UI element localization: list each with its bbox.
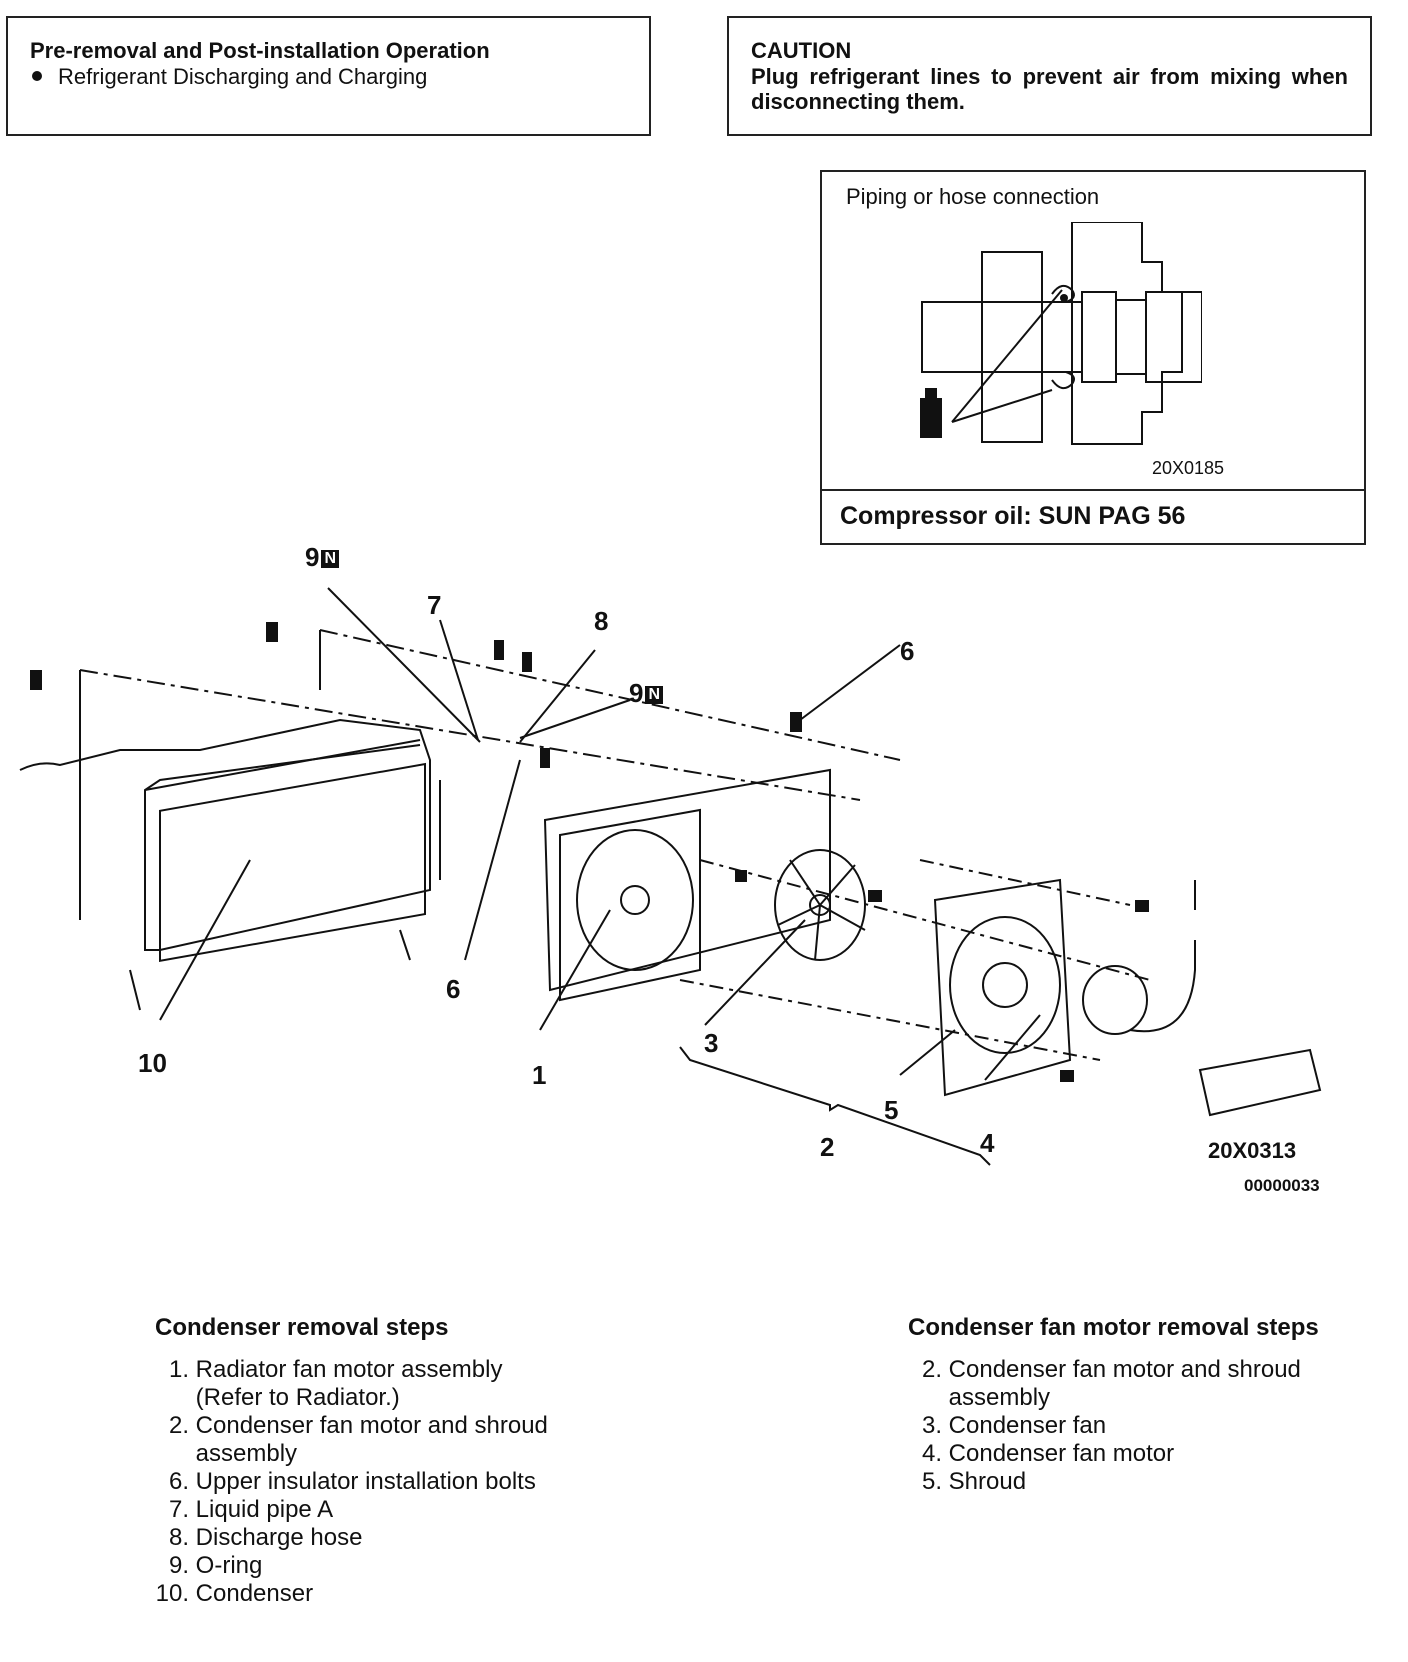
caution-text: Plug refrigerant lines to prevent air fr… bbox=[751, 64, 1348, 114]
list-item: 1. Radiator fan motor assembly bbox=[155, 1356, 548, 1384]
condenser-removal-steps: Condenser removal steps 1. Radiator fan … bbox=[155, 1314, 548, 1608]
condenser-steps-title: Condenser removal steps bbox=[155, 1314, 449, 1341]
list-item: 8. Discharge hose bbox=[155, 1524, 548, 1552]
callout-3: 3 bbox=[704, 1028, 719, 1058]
list-item-number: 9. bbox=[168, 1552, 189, 1579]
pre-removal-box: Pre-removal and Post-installation Operat… bbox=[6, 16, 651, 136]
list-item: (Refer to Radiator.) bbox=[155, 1384, 548, 1412]
bullet-icon bbox=[32, 71, 42, 81]
list-item: 6. Upper insulator installation bolts bbox=[155, 1468, 548, 1496]
list-item-text: Shroud bbox=[942, 1468, 1027, 1495]
condenser-exploded-illustration bbox=[19, 587, 1322, 1166]
list-item-text: (Refer to Radiator.) bbox=[189, 1384, 400, 1411]
callout-10: 10 bbox=[138, 1048, 167, 1078]
callout-6-right: 6 bbox=[900, 636, 915, 666]
list-item: assembly bbox=[908, 1384, 1319, 1412]
fan-steps-list: 2. Condenser fan motor and shroud assemb… bbox=[908, 1356, 1319, 1496]
list-item-number: 5. bbox=[921, 1468, 942, 1495]
list-item: 10. Condenser bbox=[155, 1580, 548, 1608]
compressor-oil-spec: Compressor oil: SUN PAG 56 bbox=[822, 489, 1364, 543]
list-item-number: 2. bbox=[921, 1356, 942, 1383]
list-item-text: O-ring bbox=[189, 1552, 263, 1579]
list-item-text: Condenser fan motor and shroud bbox=[189, 1412, 548, 1439]
pre-removal-item-text: Refrigerant Discharging and Charging bbox=[58, 64, 428, 89]
list-item-number: 8. bbox=[168, 1524, 189, 1551]
list-item: 5. Shroud bbox=[908, 1468, 1319, 1496]
piping-title: Piping or hose connection bbox=[846, 184, 1100, 209]
list-item: 4. Condenser fan motor bbox=[908, 1440, 1319, 1468]
list-item-number: 2. bbox=[168, 1412, 189, 1439]
callout-5: 5 bbox=[884, 1095, 899, 1125]
list-item-text: Discharge hose bbox=[189, 1524, 363, 1551]
caution-title: CAUTION bbox=[751, 38, 852, 63]
callout-4: 4 bbox=[980, 1128, 995, 1158]
list-item-text: assembly bbox=[189, 1440, 298, 1467]
list-item-text: Condenser fan motor bbox=[942, 1440, 1175, 1467]
callout-2: 2 bbox=[820, 1132, 835, 1162]
piping-connection-illustration bbox=[920, 222, 1202, 445]
piping-connection-box: Piping or hose connection 20X0185 Compre… bbox=[820, 170, 1366, 545]
piping-figure-code: 20X0185 bbox=[1152, 458, 1225, 478]
pre-removal-item: Refrigerant Discharging and Charging bbox=[30, 64, 627, 90]
callout-7: 7 bbox=[427, 590, 442, 620]
list-item-number: 3. bbox=[921, 1412, 942, 1439]
list-item-text: Condenser bbox=[189, 1580, 314, 1607]
list-item: assembly bbox=[155, 1440, 548, 1468]
fan-motor-removal-steps: Condenser fan motor removal steps 2. Con… bbox=[908, 1314, 1319, 1496]
new-part-icon: N bbox=[321, 550, 340, 569]
list-item-number: 7. bbox=[168, 1496, 189, 1523]
list-item: 7. Liquid pipe A bbox=[155, 1496, 548, 1524]
diagram-figure-code: 20X0313 bbox=[1208, 1138, 1297, 1163]
list-item-number: 6. bbox=[168, 1468, 189, 1495]
callout-8: 8 bbox=[594, 606, 609, 636]
list-item: 2. Condenser fan motor and shroud bbox=[155, 1412, 548, 1440]
list-item: 3. Condenser fan bbox=[908, 1412, 1319, 1440]
list-item: 2. Condenser fan motor and shroud bbox=[908, 1356, 1319, 1384]
new-part-icon: N bbox=[645, 686, 664, 705]
callout-1: 1 bbox=[532, 1060, 547, 1090]
list-item-number: 1. bbox=[168, 1356, 189, 1383]
pre-removal-title: Pre-removal and Post-installation Operat… bbox=[30, 38, 490, 63]
fan-steps-title: Condenser fan motor removal steps bbox=[908, 1314, 1319, 1341]
list-item-text: Condenser fan motor and shroud bbox=[942, 1356, 1301, 1383]
list-item-text: Condenser fan bbox=[942, 1412, 1107, 1439]
list-item-text: Liquid pipe A bbox=[189, 1496, 334, 1523]
list-item: 9. O-ring bbox=[155, 1552, 548, 1580]
list-item-text: assembly bbox=[942, 1384, 1051, 1411]
list-item-text: Radiator fan motor assembly bbox=[189, 1356, 503, 1383]
list-item-number: 10. bbox=[155, 1580, 189, 1607]
list-item-number: 4. bbox=[921, 1440, 942, 1467]
diagram-subcode: 00000033 bbox=[1244, 1176, 1320, 1195]
caution-box: CAUTION Plug refrigerant lines to preven… bbox=[727, 16, 1372, 136]
list-item-text: Upper insulator installation bolts bbox=[189, 1468, 536, 1495]
condenser-steps-list: 1. Radiator fan motor assembly (Refer to… bbox=[155, 1356, 548, 1608]
callout-6-left: 6 bbox=[446, 974, 461, 1004]
